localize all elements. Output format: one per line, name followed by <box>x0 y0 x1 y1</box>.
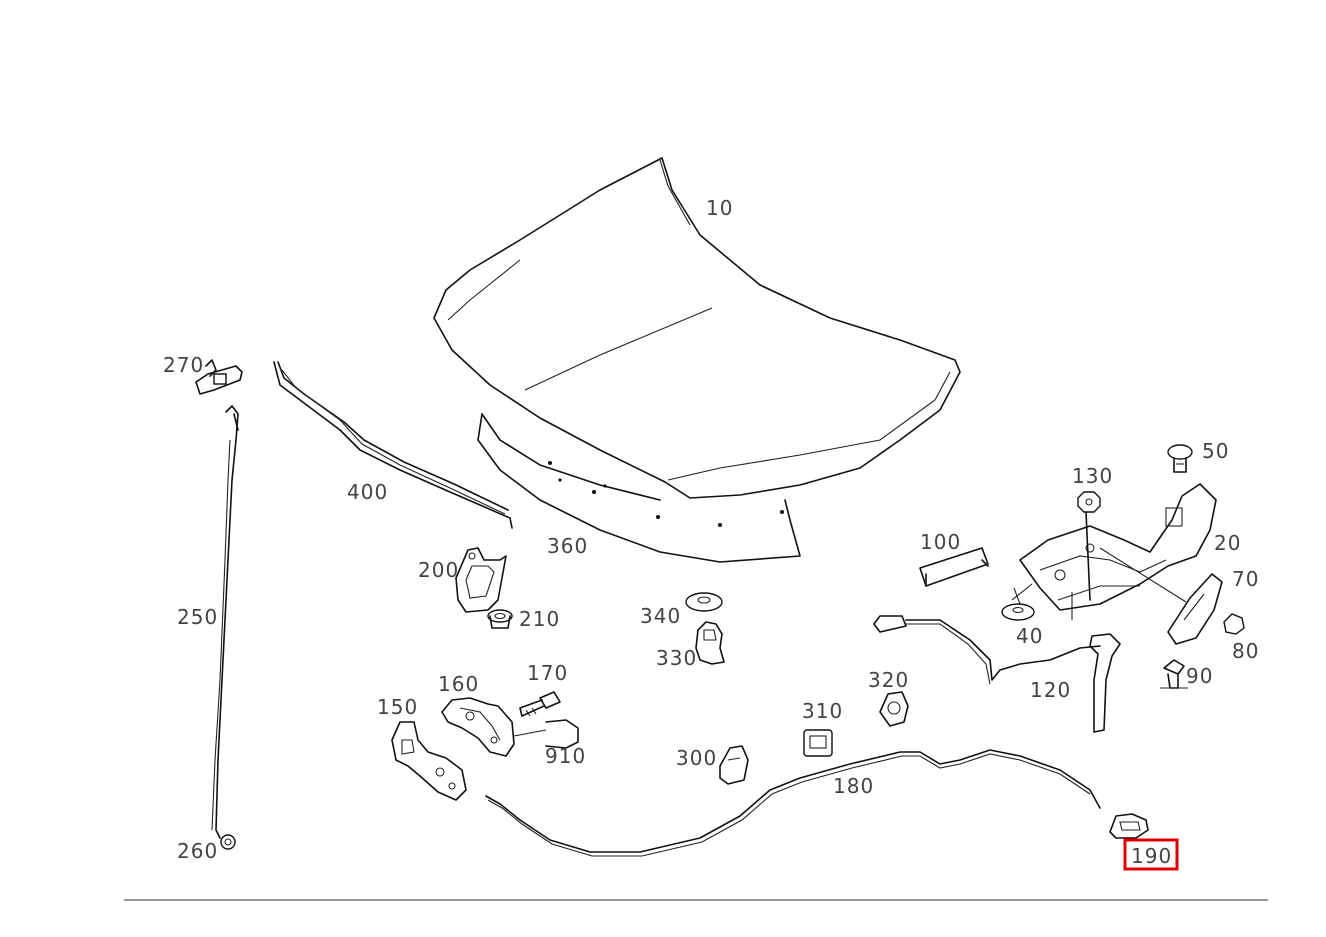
label-200[interactable]: 200 <box>418 558 459 582</box>
label-340[interactable]: 340 <box>640 604 681 628</box>
washer-part[interactable] <box>1001 587 1035 621</box>
label-80[interactable]: 80 <box>1232 639 1259 663</box>
cover-part[interactable] <box>1167 573 1223 645</box>
label-40[interactable]: 40 <box>1016 624 1043 648</box>
holder-part[interactable] <box>803 729 833 757</box>
label-300[interactable]: 300 <box>676 746 717 770</box>
nut-part[interactable] <box>1077 491 1101 513</box>
release-handle-part[interactable] <box>1109 813 1149 839</box>
nut-part[interactable] <box>487 609 513 629</box>
label-210[interactable]: 210 <box>519 607 560 631</box>
label-330[interactable]: 330 <box>656 646 697 670</box>
label-70[interactable]: 70 <box>1232 567 1259 591</box>
release-cable-part[interactable] <box>485 749 1101 857</box>
label-400[interactable]: 400 <box>347 480 388 504</box>
rubber-profile-part[interactable] <box>919 547 989 587</box>
label-250[interactable]: 250 <box>177 605 218 629</box>
label-180[interactable]: 180 <box>833 774 874 798</box>
retainer-part[interactable] <box>879 691 909 727</box>
clip-part[interactable] <box>220 834 236 850</box>
bolt-part[interactable] <box>519 691 561 717</box>
label-100[interactable]: 100 <box>920 530 961 554</box>
hood-part[interactable] <box>433 157 961 499</box>
prop-rod-part[interactable] <box>211 405 239 839</box>
label-160[interactable]: 160 <box>438 672 479 696</box>
nut-part[interactable] <box>1223 613 1245 635</box>
label-120[interactable]: 120 <box>1030 678 1071 702</box>
hinge-bracket-part[interactable] <box>195 359 243 395</box>
hood-insulation-part[interactable] <box>477 413 801 563</box>
hood-lock-part[interactable] <box>1011 483 1217 611</box>
label-150[interactable]: 150 <box>377 695 418 719</box>
label-190[interactable]: 190 <box>1131 844 1172 868</box>
label-910[interactable]: 910 <box>545 744 586 768</box>
hinge-part[interactable] <box>391 721 467 801</box>
label-310[interactable]: 310 <box>802 699 843 723</box>
wiring-harness-part[interactable] <box>873 615 1121 733</box>
part-labels: 10 20 40 50 70 80 90 100 120 130 150 160… <box>163 196 1259 868</box>
latch-part[interactable] <box>441 697 515 757</box>
seal-strip-part[interactable] <box>273 361 513 529</box>
label-170[interactable]: 170 <box>527 661 568 685</box>
grommet-part[interactable] <box>685 592 723 612</box>
label-320[interactable]: 320 <box>868 668 909 692</box>
label-20[interactable]: 20 <box>1214 531 1241 555</box>
label-90[interactable]: 90 <box>1186 664 1213 688</box>
bracket-part[interactable] <box>455 547 507 613</box>
stud-part[interactable] <box>1160 659 1188 689</box>
label-270[interactable]: 270 <box>163 353 204 377</box>
label-10[interactable]: 10 <box>706 196 733 220</box>
clip-part[interactable] <box>513 719 579 749</box>
guide-part[interactable] <box>719 745 749 785</box>
bolt-part[interactable] <box>1167 444 1193 473</box>
label-50[interactable]: 50 <box>1202 439 1229 463</box>
label-130[interactable]: 130 <box>1072 464 1113 488</box>
label-360[interactable]: 360 <box>547 534 588 558</box>
buffer-part[interactable] <box>695 621 725 665</box>
highlight-box <box>1123 838 1179 871</box>
label-260[interactable]: 260 <box>177 839 218 863</box>
